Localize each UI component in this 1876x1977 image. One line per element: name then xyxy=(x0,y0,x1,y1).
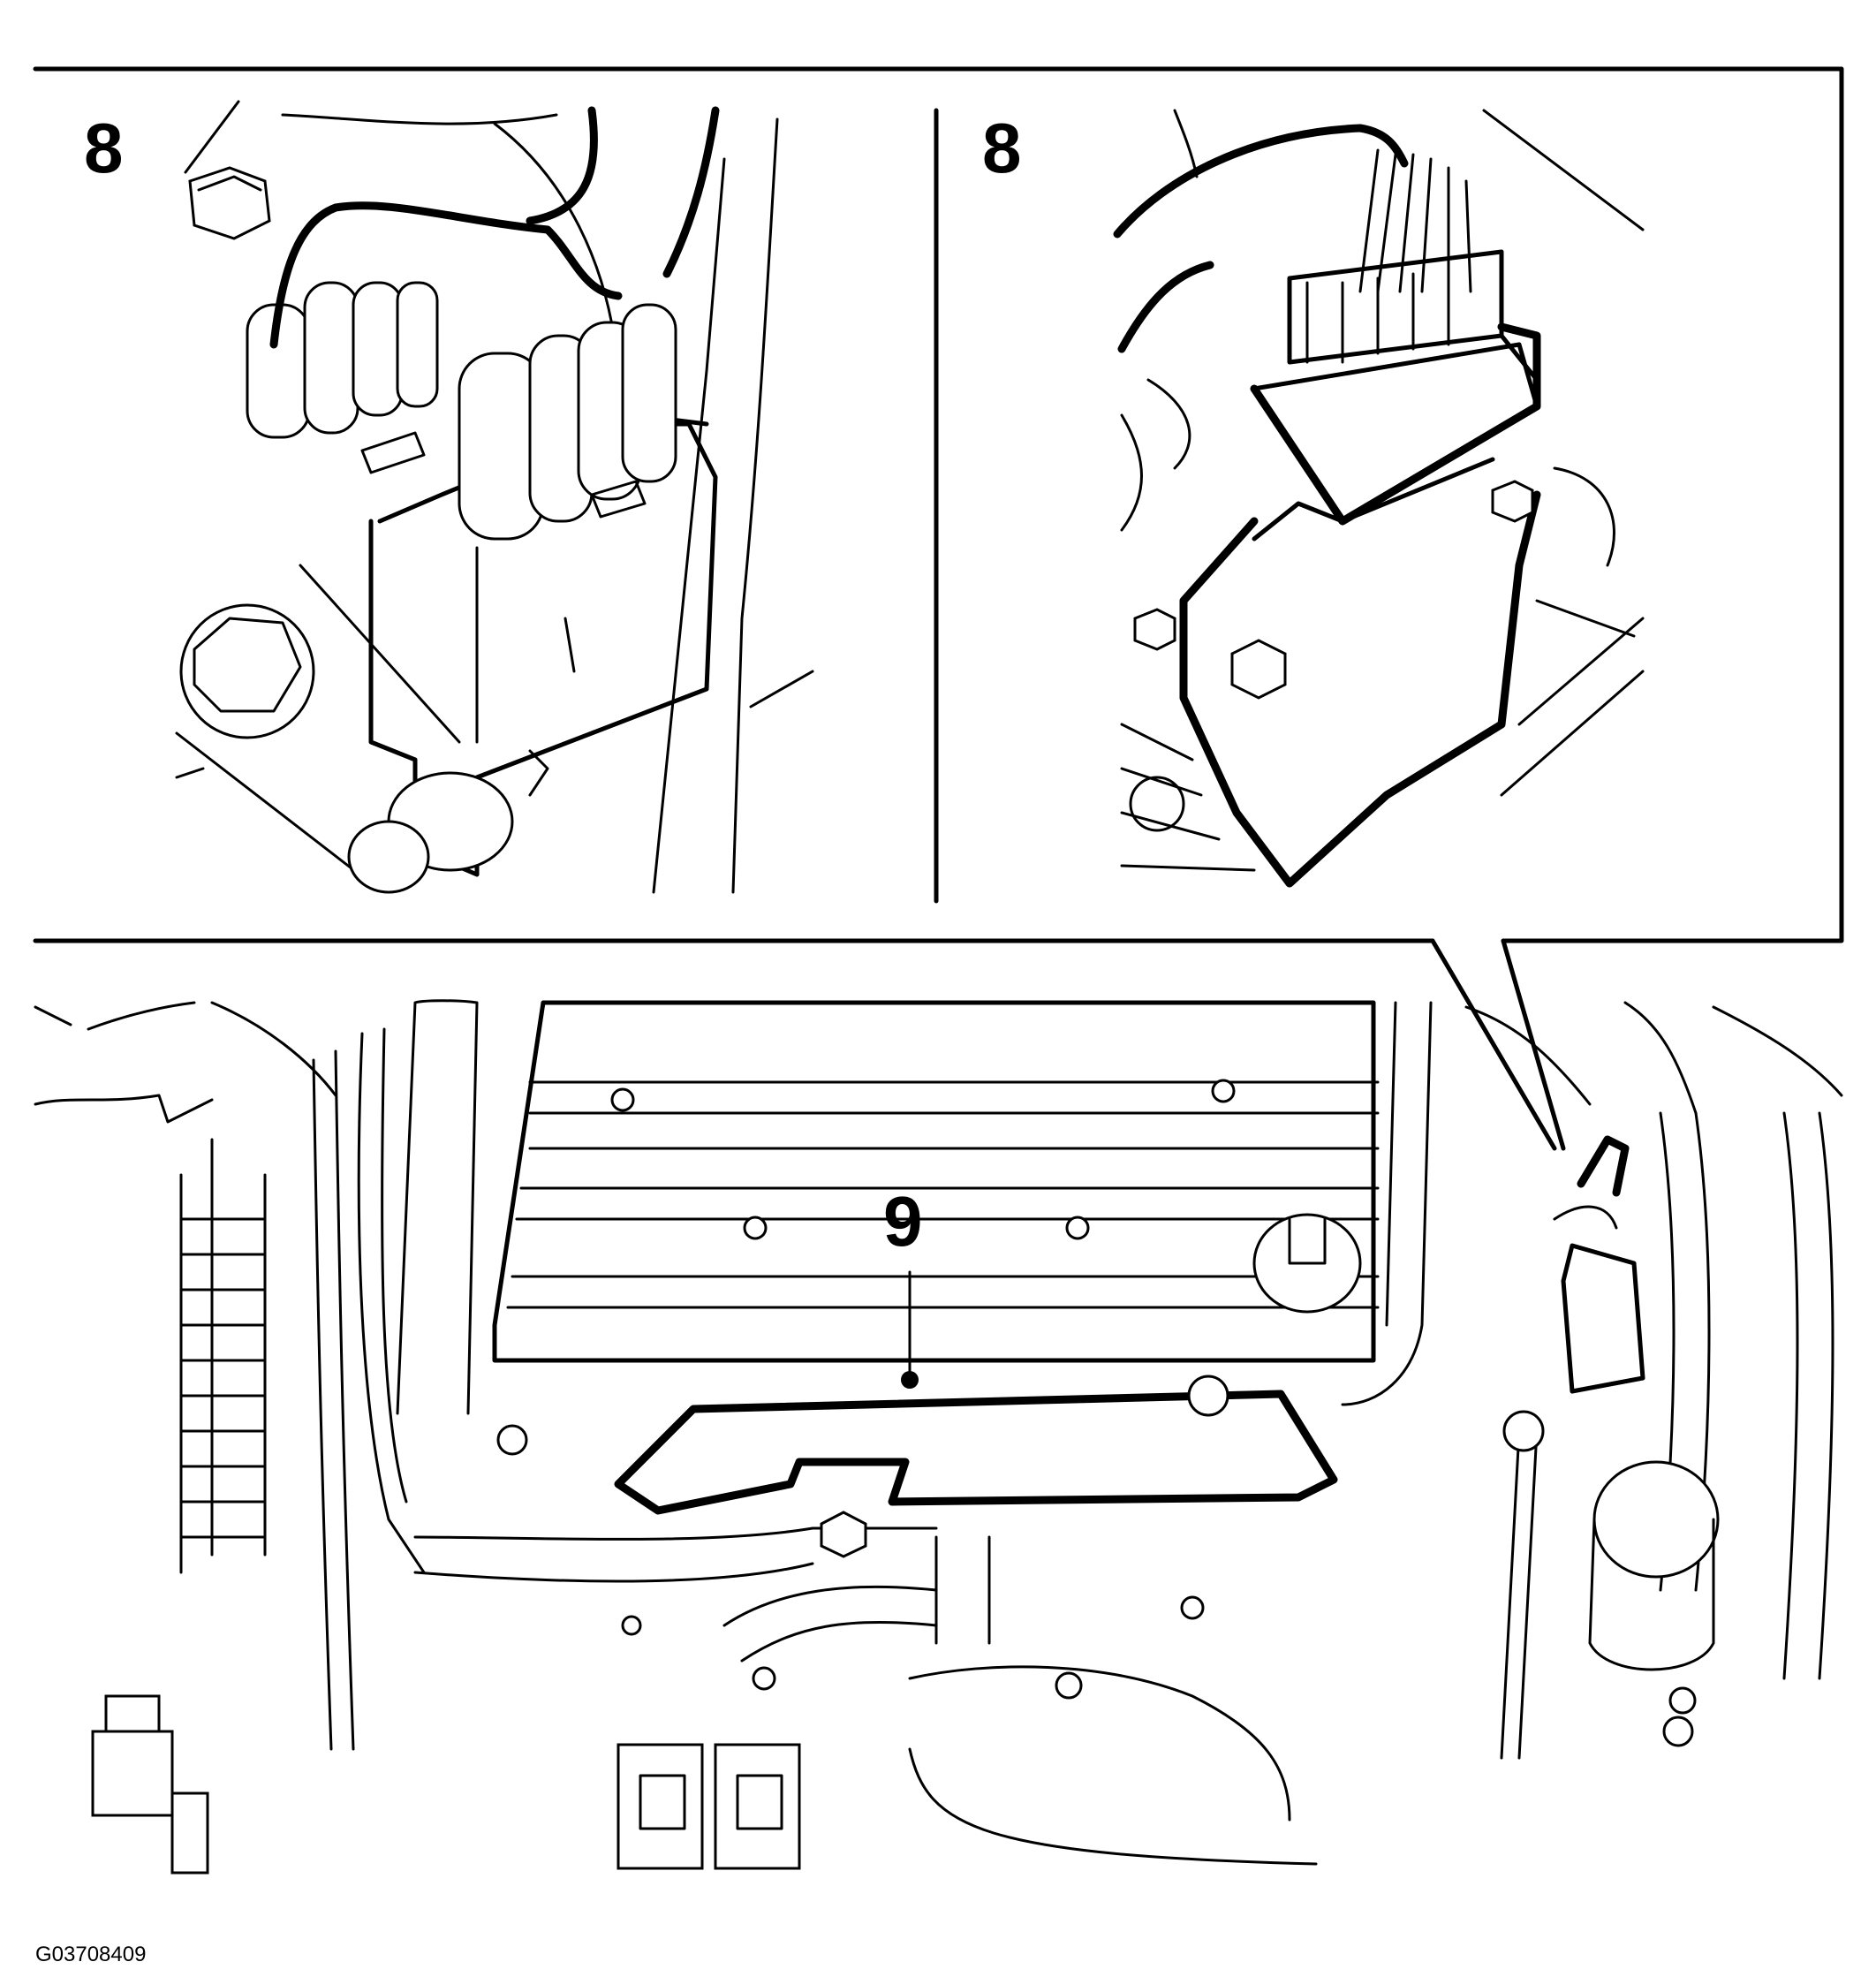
intake-hose xyxy=(396,999,479,1415)
brake-fluid-reservoir xyxy=(1592,1460,1720,1579)
left-relay xyxy=(91,1730,174,1817)
coil-connector-2 xyxy=(303,281,359,435)
coil-connector-8 xyxy=(621,303,677,483)
mounting-bolt-icon xyxy=(1230,639,1287,700)
bottom-connector-1 xyxy=(617,1743,704,1870)
label-8-right: 8 xyxy=(982,109,1022,187)
main-engine-bay-view: 9 xyxy=(34,999,1843,1875)
left-detail-connector-view: 8 xyxy=(84,100,814,894)
oil-filler-cap-icon xyxy=(179,603,315,739)
valve-cover xyxy=(492,1000,1376,1363)
ignition-cassette-9 xyxy=(614,1390,1338,1515)
bottom-connector-2 xyxy=(714,1743,801,1870)
harness-wire xyxy=(1113,124,1409,239)
coil-connector-4 xyxy=(396,281,439,408)
lower-coolant-hose xyxy=(908,1665,1318,1866)
sensor-location xyxy=(1561,1243,1645,1394)
label-8-left: 8 xyxy=(84,109,124,187)
figure-code: G03708409 xyxy=(35,1943,146,1966)
right-detail-connector-view: 8 xyxy=(982,109,1645,888)
mounting-bolt-icon-2 xyxy=(1133,608,1176,651)
sensor-module xyxy=(1179,490,1541,888)
callout-pointer xyxy=(1430,938,1566,1151)
wiring-harness xyxy=(269,201,623,349)
connector-plug-body xyxy=(1250,322,1541,526)
callout-dot-9 xyxy=(901,1371,919,1389)
mounting-bolt-icon-3 xyxy=(1491,480,1534,523)
coil-connector-3 xyxy=(352,281,404,417)
label-9: 9 xyxy=(883,1182,923,1261)
